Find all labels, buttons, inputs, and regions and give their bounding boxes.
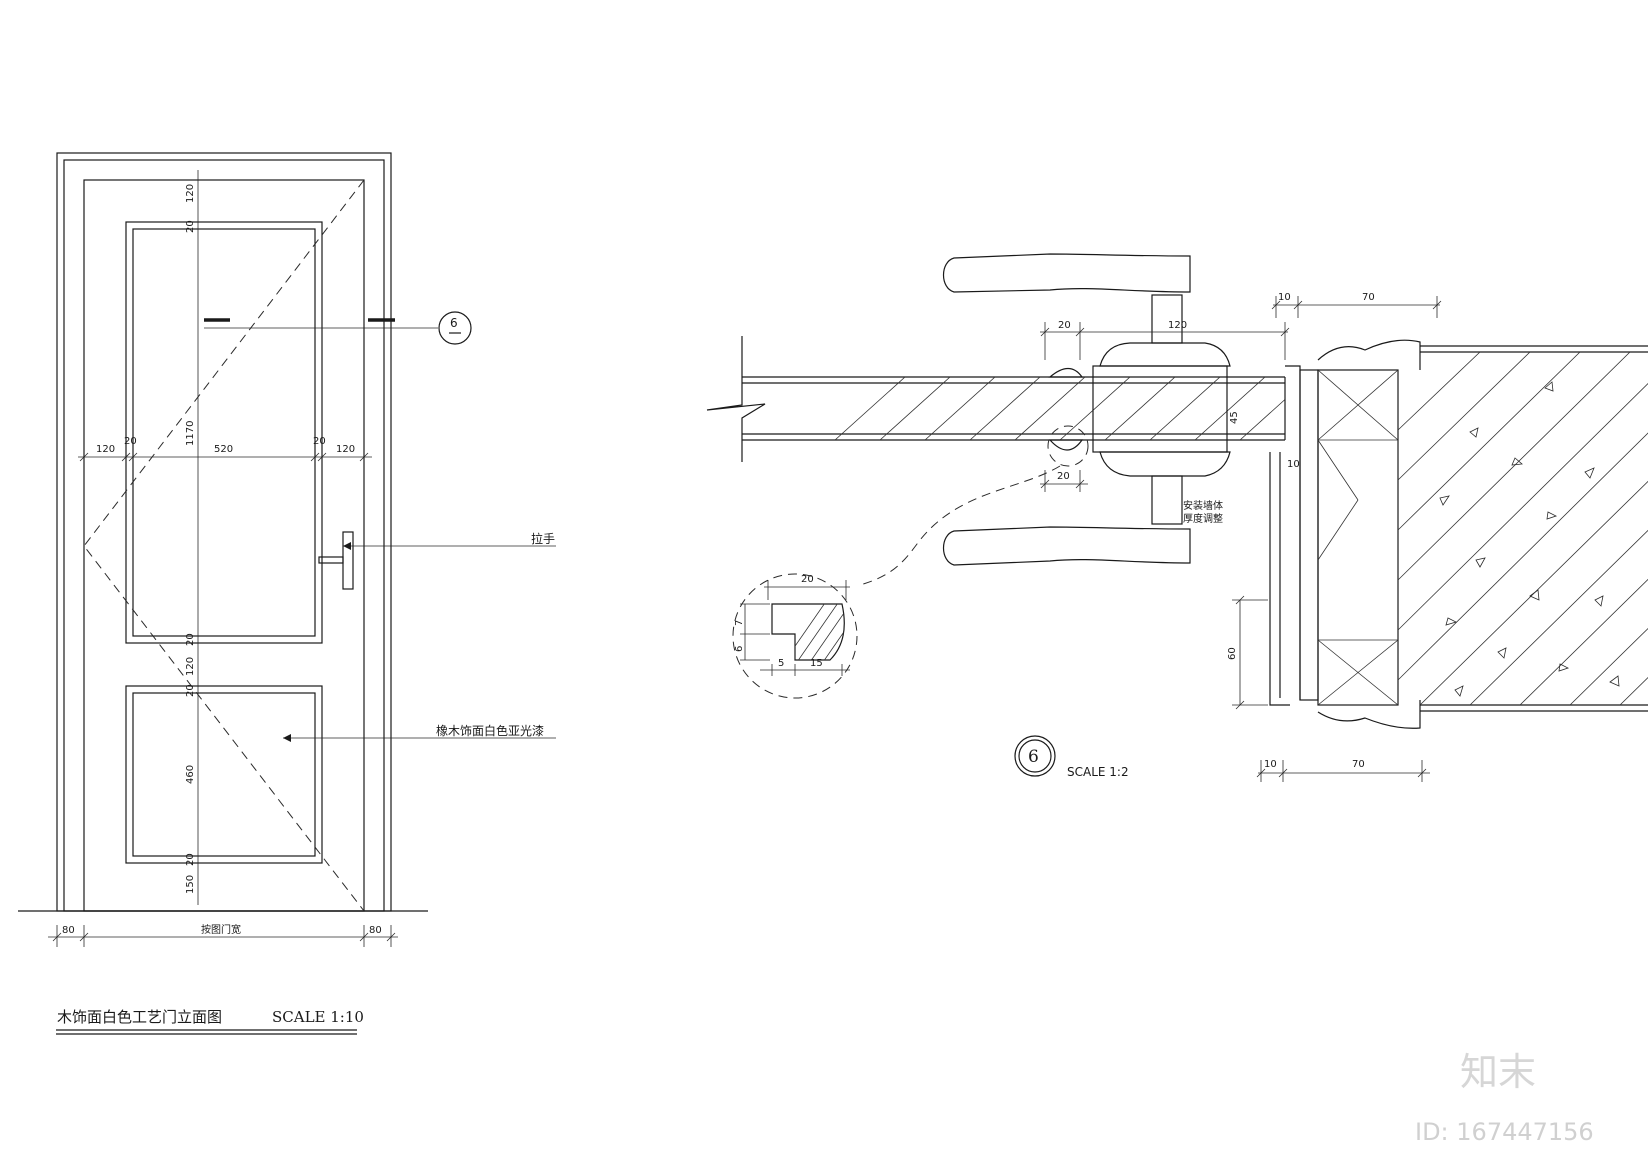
- dim-gap-3: 20: [185, 684, 196, 697]
- bead-top: [1048, 367, 1084, 378]
- dim-stile-right: 120: [336, 444, 355, 455]
- dim-gap-right: 20: [313, 436, 326, 447]
- detail-dim-w2: 15: [810, 658, 823, 669]
- dim-gap-top: 10: [1278, 292, 1291, 303]
- spindle-top: [1151, 294, 1183, 344]
- finish-note: 橡木饰面白色亚光漆: [436, 723, 544, 738]
- dim-middle-rail: 120: [185, 657, 196, 676]
- dim-top-rail: 120: [185, 184, 196, 203]
- dim-gap-mid: 10: [1287, 459, 1300, 470]
- dim-bottom-rail: 150: [185, 875, 196, 894]
- door-width-label: 按图门宽: [201, 923, 241, 936]
- dim-bead-bottom: 20: [1057, 471, 1070, 482]
- frame-block-hatch: [1317, 369, 1399, 706]
- upper-panel-outer: [125, 221, 323, 644]
- dim-gap-bottom: 10: [1264, 759, 1277, 770]
- architrave-bottom: [1317, 700, 1421, 729]
- jamb-lining: [1299, 369, 1319, 701]
- section-top-dims: [1040, 322, 1290, 360]
- section-marker: 6: [438, 311, 472, 345]
- lower-panel-outer: [125, 685, 323, 864]
- lever-handle-top: [942, 253, 1191, 293]
- dim-gap-4: 20: [185, 853, 196, 866]
- lock-body: [1092, 365, 1228, 453]
- detail-dim-w1: 5: [778, 658, 784, 669]
- frame-dims-bottom: [1256, 760, 1430, 782]
- detail-leader: [859, 465, 1061, 586]
- svg-text:6: 6: [450, 316, 458, 330]
- svg-text:6: 6: [1028, 747, 1039, 767]
- section-6-marker: 6: [1014, 735, 1056, 777]
- install-note-line1: 安装墙体: [1183, 499, 1223, 512]
- bead-detail-bubble: [732, 573, 858, 699]
- jamb-line-2: [1269, 452, 1290, 706]
- dim-frame-bottom: 70: [1352, 759, 1365, 770]
- bead-bottom: [1048, 439, 1084, 451]
- concrete-aggregate-marks: [1439, 381, 1620, 697]
- dim-stile-left: 120: [96, 444, 115, 455]
- wall-hatch: [1398, 352, 1648, 705]
- door-frame-outer: [56, 152, 392, 912]
- spindle-bottom: [1151, 475, 1183, 525]
- install-note-line2: 厚度调整: [1183, 512, 1223, 525]
- dimension-ticks: [79, 452, 369, 462]
- dim-gap-2: 20: [185, 633, 196, 646]
- handle-leader-arrow: [343, 542, 351, 550]
- architrave-top: [1317, 339, 1421, 370]
- dim-gap-1: 20: [185, 220, 196, 233]
- bottom-dimension-ticks: [52, 925, 396, 947]
- lower-panel-inner: [132, 692, 316, 857]
- lever-handle-bottom: [942, 526, 1191, 566]
- detail-dim-width: 20: [801, 574, 814, 585]
- elevation-title: 木饰面白色工艺门立面图: [57, 1008, 222, 1026]
- dim-bead-width: 20: [1058, 320, 1071, 331]
- bead-profile: [771, 603, 845, 661]
- handle-note: 拉手: [531, 531, 555, 546]
- dim-frame-depth: 60: [1227, 647, 1238, 660]
- detail-dim-h1: 7: [734, 620, 745, 626]
- jamb-line-1: [1285, 365, 1301, 700]
- dim-handle-offset: 120: [1168, 320, 1187, 331]
- watermark-id: ID: 167447156: [1415, 1118, 1594, 1146]
- elevation-scale: SCALE 1:10: [272, 1008, 364, 1026]
- watermark-brand: 知末: [1460, 1050, 1536, 1094]
- door-section: 20 120 45 20 安装墙体 厚度调整: [706, 253, 1648, 782]
- frame-dims-top: [1271, 296, 1442, 318]
- frame-block: [1317, 369, 1399, 706]
- frame-depth-dim: [1232, 595, 1268, 710]
- dim-frame-left: 80: [62, 925, 75, 936]
- detail-dims: [740, 580, 850, 676]
- dim-panel-width: 520: [214, 444, 233, 455]
- finish-leader-arrow: [283, 734, 291, 742]
- door-handle: [318, 531, 354, 590]
- dim-lower-panel-height: 460: [185, 765, 196, 784]
- dim-leaf-thickness: 45: [1229, 411, 1240, 424]
- detail-dim-h2: 6: [734, 646, 745, 652]
- dim-frame-right: 80: [369, 925, 382, 936]
- dim-upper-panel-height: 1170: [185, 421, 196, 446]
- door-swing-lines: [83, 179, 365, 912]
- break-line: [706, 336, 766, 462]
- door-leaf: [83, 179, 365, 912]
- dim-frame-top: 70: [1362, 292, 1375, 303]
- upper-panel-inner: [132, 228, 316, 637]
- escutcheon-top: [1099, 342, 1231, 367]
- escutcheon-bottom: [1099, 451, 1231, 477]
- door-leaf-hatch: [834, 377, 1285, 440]
- door-elevation: 120 20 1170 20 120 20 460 20 150 120 20 …: [18, 152, 556, 1035]
- section-scale: SCALE 1:2: [1067, 765, 1129, 779]
- dim-gap-left: 20: [124, 436, 137, 447]
- door-frame-inner: [63, 159, 385, 912]
- bead-detail-callout: [1047, 425, 1089, 467]
